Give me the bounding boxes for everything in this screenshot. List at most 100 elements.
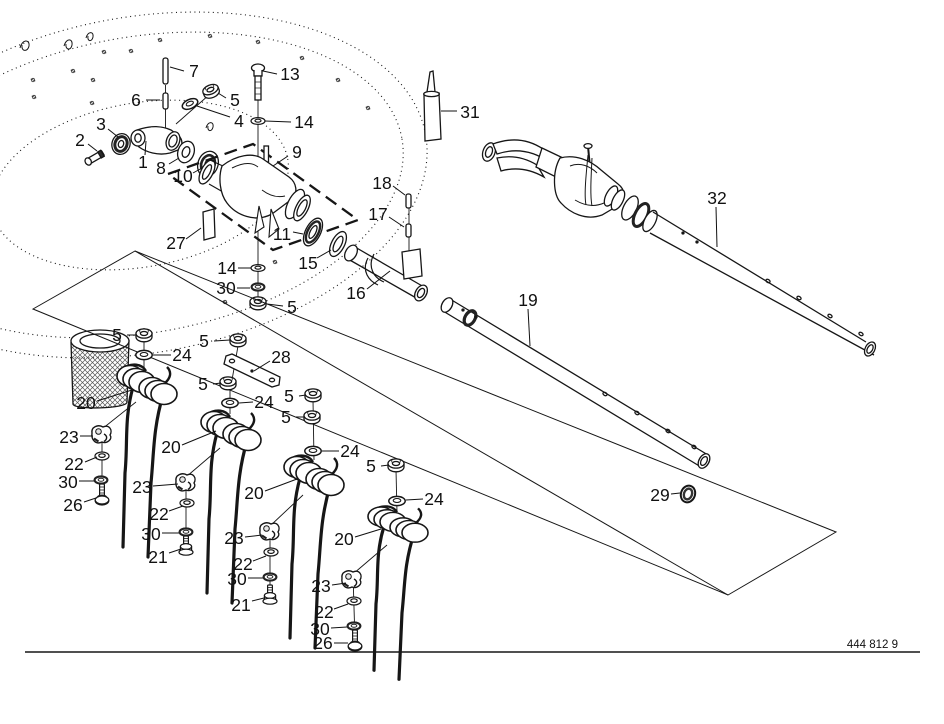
part-29-bushing xyxy=(679,484,697,504)
leader-line-15 xyxy=(316,249,332,259)
part-label-21: 21 xyxy=(148,547,167,567)
drawing-number: 444 812 9 xyxy=(847,639,898,651)
part-31-cartridge xyxy=(423,70,442,142)
part-label-16: 16 xyxy=(346,283,365,303)
part-label-30: 30 xyxy=(227,569,247,589)
part-11-housing xyxy=(198,145,311,239)
part-2-bolt xyxy=(84,149,106,166)
part-17-pin xyxy=(405,223,412,238)
part-label-24: 24 xyxy=(172,345,192,365)
leader-line-30 xyxy=(330,626,348,629)
leader-line-20 xyxy=(264,478,298,492)
part-label-21: 21 xyxy=(231,595,250,615)
leader-line-24 xyxy=(238,401,254,404)
part-label-23: 23 xyxy=(132,477,151,497)
leader-line-21 xyxy=(168,548,182,554)
part-label-4: 4 xyxy=(234,111,244,131)
part-label-30: 30 xyxy=(310,619,330,639)
part-label-5: 5 xyxy=(112,325,122,345)
part-label-5: 5 xyxy=(284,386,294,406)
leader-line-5 xyxy=(212,382,222,385)
part-19-shaft xyxy=(440,297,711,469)
part-label-17: 17 xyxy=(368,204,387,224)
leader-line-22 xyxy=(84,456,98,463)
leader-line-9 xyxy=(272,155,289,167)
part-label-11: 11 xyxy=(273,224,291,244)
part-label-32: 32 xyxy=(707,188,726,208)
leader-line-32 xyxy=(715,206,718,248)
leader-line-23 xyxy=(331,582,347,586)
part-label-9: 9 xyxy=(292,142,302,162)
leader-line-28 xyxy=(253,360,271,372)
part-label-15: 15 xyxy=(298,253,317,273)
part-label-29: 29 xyxy=(650,485,669,505)
leader-line-1 xyxy=(144,140,147,156)
leader-line-5 xyxy=(213,339,231,342)
assembly-box-9 xyxy=(165,142,361,252)
leader-line-13 xyxy=(262,70,278,75)
part-label-26: 26 xyxy=(313,633,332,653)
part-7-pin xyxy=(162,57,169,134)
part-6-bushing xyxy=(162,92,169,110)
tine-plane-outline xyxy=(31,250,838,596)
part-label-23: 23 xyxy=(311,576,330,596)
part-label-24: 24 xyxy=(424,489,444,509)
bearing-11 xyxy=(302,217,324,247)
part-label-14: 14 xyxy=(217,258,237,278)
part-label-22: 22 xyxy=(314,602,333,622)
leader-line-22 xyxy=(252,555,267,562)
part-label-19: 19 xyxy=(518,290,537,310)
diagram-artwork xyxy=(0,11,920,682)
part-label-20: 20 xyxy=(334,529,354,549)
part-label-2: 2 xyxy=(75,130,85,150)
part-label-8: 8 xyxy=(156,158,166,178)
part-label-13: 13 xyxy=(280,64,299,84)
part-label-1: 1 xyxy=(138,152,148,172)
part-label-30: 30 xyxy=(216,278,236,298)
leader-line-23 xyxy=(152,483,179,487)
leader-line-4 xyxy=(196,105,231,118)
part-1-arm xyxy=(130,125,183,155)
part-label-5: 5 xyxy=(230,90,240,110)
leader-line-2 xyxy=(87,143,98,152)
nut-washer-top xyxy=(175,81,222,125)
leader-line-5 xyxy=(217,92,227,99)
part-label-14: 14 xyxy=(294,112,314,132)
leader-line-27 xyxy=(185,227,202,240)
leader-line-8 xyxy=(168,157,180,165)
part-label-23: 23 xyxy=(59,427,78,447)
part-18-pin xyxy=(405,193,412,209)
part-label-22: 22 xyxy=(233,554,252,574)
part-32-shaft-assembly xyxy=(481,139,877,357)
part-label-7: 7 xyxy=(189,61,199,81)
part-label-30: 30 xyxy=(58,472,78,492)
leader-line-20 xyxy=(354,528,382,538)
part-label-3: 3 xyxy=(96,114,106,134)
leader-line-5 xyxy=(298,394,307,397)
leader-line-14 xyxy=(264,120,292,123)
part-label-28: 28 xyxy=(271,347,290,367)
leader-line-21 xyxy=(251,597,265,602)
leader-line-5 xyxy=(380,464,390,467)
part-label-26: 26 xyxy=(63,495,82,515)
leader-line-16 xyxy=(366,270,391,290)
leader-line-19 xyxy=(527,308,531,347)
part-label-10: 10 xyxy=(173,166,193,186)
leader-line-22 xyxy=(333,603,349,610)
part-label-5: 5 xyxy=(199,331,209,351)
part-27-key xyxy=(202,208,216,241)
leader-line-22 xyxy=(168,505,184,512)
hub xyxy=(70,329,130,409)
wire-clips xyxy=(19,32,214,132)
leader-line-20 xyxy=(181,430,217,446)
leader-line-23 xyxy=(244,534,263,538)
leader-line-18 xyxy=(392,185,406,196)
part-16-shaft xyxy=(343,193,429,302)
leader-line-26 xyxy=(83,497,97,503)
part-label-22: 22 xyxy=(149,504,168,524)
leader-line-7 xyxy=(169,66,185,72)
leader-line-20 xyxy=(96,389,133,402)
